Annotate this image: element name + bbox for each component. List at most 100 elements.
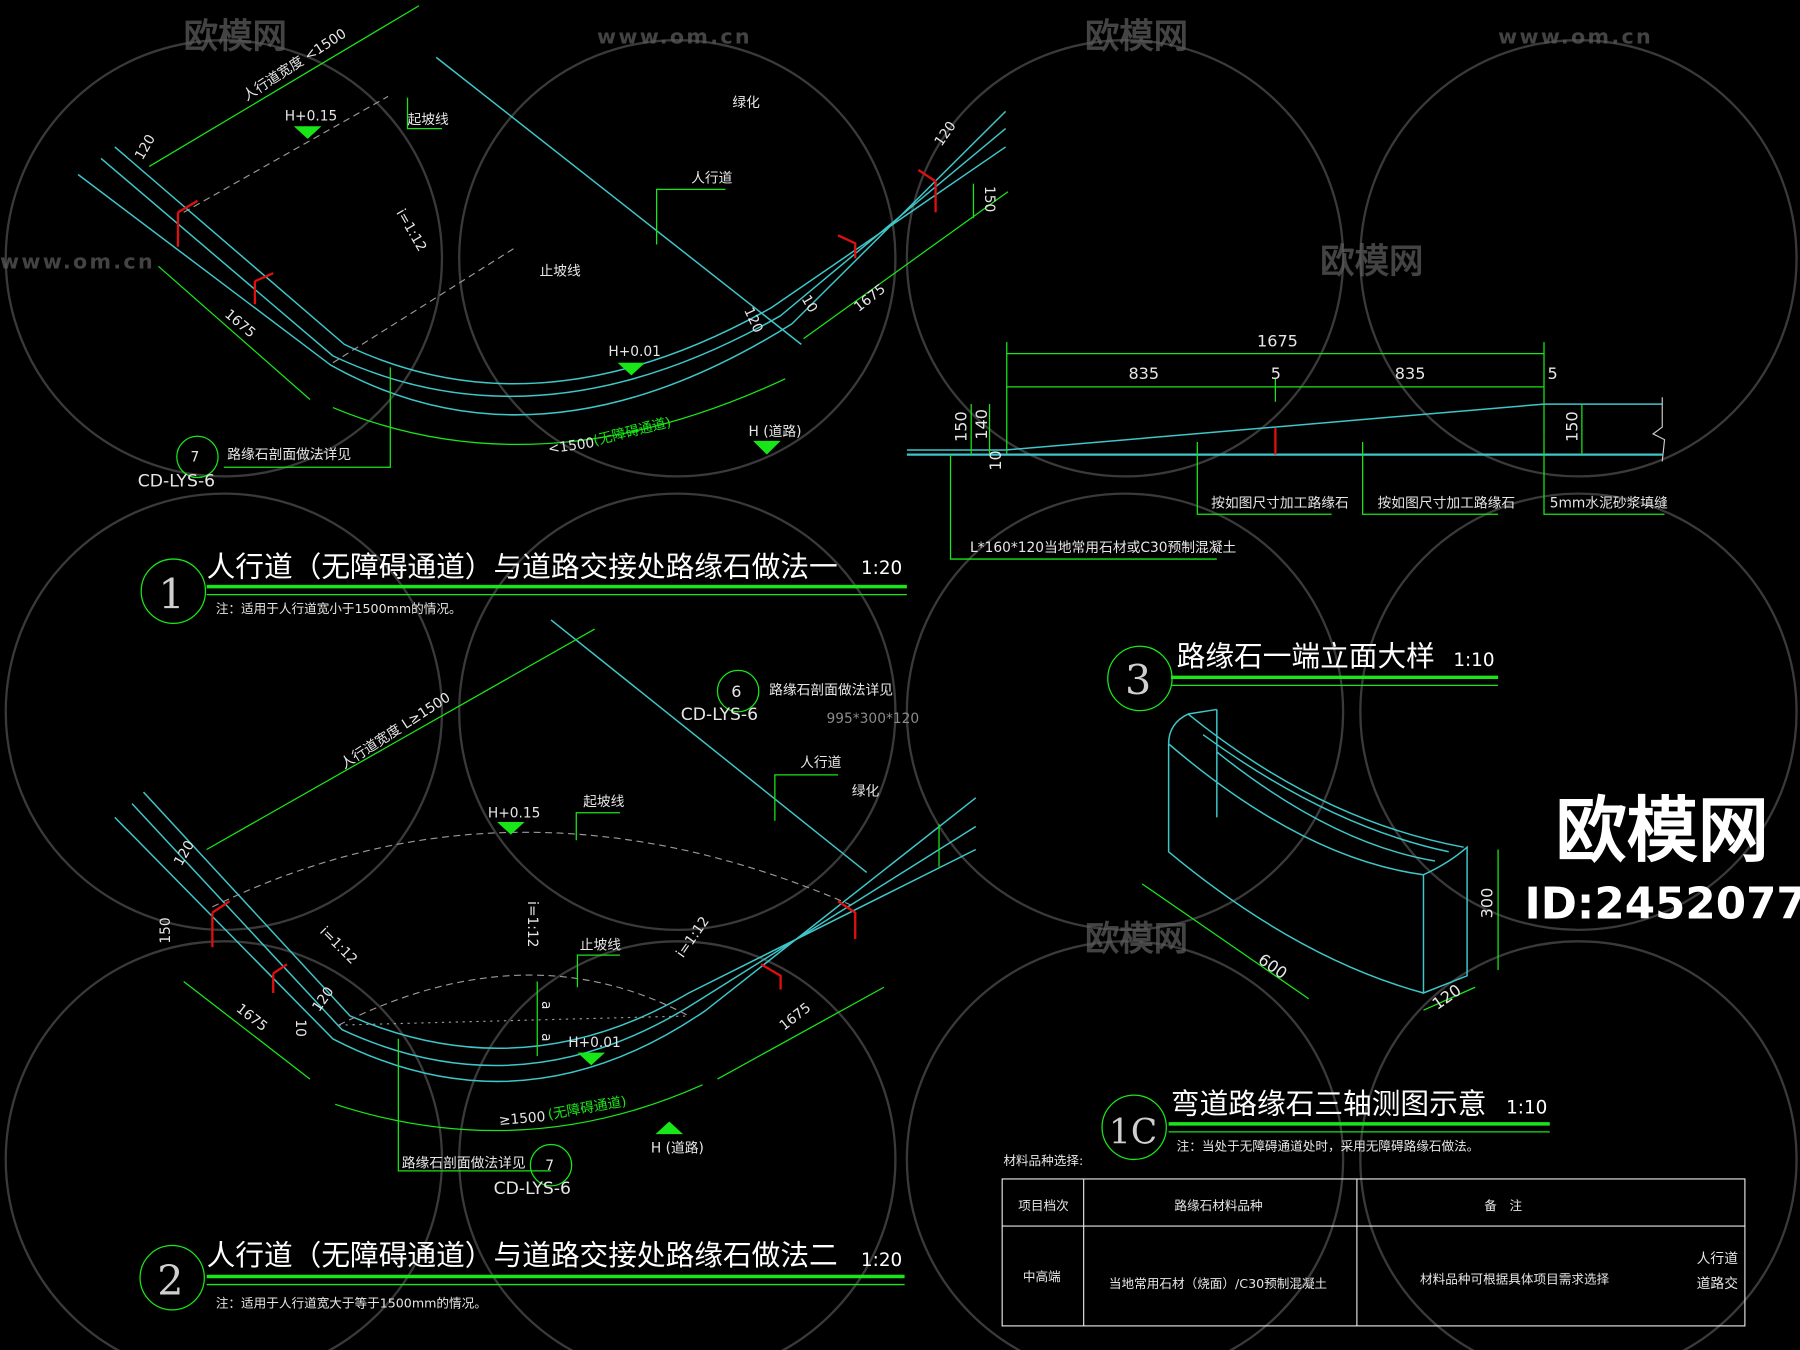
- drawing-label: 材料品种选择:: [1003, 1153, 1083, 1168]
- drawing-label: 120: [309, 984, 337, 1015]
- drawing-label: 300: [1477, 888, 1496, 919]
- drawing-label: 人行道: [800, 755, 842, 771]
- drawing-label: 止坡线: [540, 264, 582, 280]
- drawing-label: 1675: [233, 1001, 270, 1035]
- drawing-label: L*160*120当地常用石材或C30预制混凝土: [970, 540, 1237, 556]
- drawing-label: i=1:12: [393, 206, 430, 254]
- drawing-label: 120: [171, 838, 198, 869]
- materials-table: 材料品种选择: 项目档次 路缘石材料品种 备 注 中高端 当地常用石材（烧面）/…: [1001, 1153, 1746, 1327]
- drawing-line: [1422, 845, 1468, 995]
- drawing-line: [1005, 403, 1545, 451]
- drawing-label: 绿化: [852, 784, 880, 800]
- elevation-marker: [497, 821, 525, 835]
- drawing-line: [77, 110, 1007, 416]
- drawing-label: 5: [1547, 364, 1557, 383]
- drawing-line: [1202, 734, 1449, 853]
- drawing-label: 道路交: [1697, 1275, 1739, 1292]
- drawing-line: [206, 628, 595, 851]
- drawing-label: (无障碍通道): [592, 415, 673, 450]
- drawing-line: [397, 1038, 552, 1172]
- drawing-label: 150: [158, 917, 174, 943]
- drawing-label: 欧模网: [1085, 17, 1188, 57]
- drawing-label: H+0.01: [568, 1035, 621, 1051]
- watermark-text: 欧模网 www.om.cn 欧模网 www.om.cn 欧模网 www.om.c…: [0, 17, 1653, 959]
- drawing-label: ID:2452077: [1524, 879, 1800, 929]
- drawing-label: 路缘石剖面做法详见: [227, 447, 351, 463]
- drawing-label: 6: [731, 682, 741, 701]
- drawing-line: [905, 940, 1345, 1350]
- drawing-line: [114, 797, 977, 1083]
- drawing-label: 起坡线: [408, 112, 450, 128]
- drawing-label: a: [538, 1033, 554, 1041]
- drawing-line: [1361, 441, 1499, 515]
- drawing-label: i=1:12: [673, 914, 713, 961]
- drawing-label: 1675: [221, 306, 258, 341]
- elevation-marker: [577, 1052, 605, 1066]
- drawing-label: 835: [1128, 364, 1159, 383]
- drawing-label: H+0.15: [488, 805, 541, 821]
- drawing-line: [774, 774, 839, 821]
- drawing-label: 起坡线: [583, 794, 625, 810]
- drawing-line: [550, 619, 868, 874]
- drawing-line: [760, 963, 782, 990]
- drawing-label: CD-LYS-6: [681, 705, 758, 725]
- drawing-line: [576, 954, 620, 988]
- drawing-label: 欧模网: [1555, 789, 1768, 872]
- drawing-label: 120: [931, 119, 959, 150]
- drawing-label: 1675: [851, 281, 888, 315]
- drawing-label: 1C: [1109, 1112, 1157, 1152]
- drawing-label: 弯道路缘石三轴测图示意: [1171, 1087, 1487, 1121]
- drawing-label: (无障碍通道): [547, 1094, 628, 1124]
- drawing-label: 备 注: [1484, 1198, 1522, 1213]
- drawing-label: H (道路): [651, 1141, 704, 1157]
- drawing-label: www.om.cn: [1498, 25, 1653, 49]
- detail-3: 1675 835 5 835 5 150 140 10 150 按如图尺寸加工路…: [906, 332, 1668, 712]
- drawing-line: [458, 39, 897, 478]
- drawing-label: 10: [798, 292, 821, 315]
- drawing-label: H+0.01: [608, 344, 661, 360]
- drawing-label: 600: [1255, 950, 1291, 983]
- drawing-line: [4, 492, 444, 931]
- drawing-label: 注：当处于无障碍通道处时，采用无障碍路缘石做法。: [1177, 1138, 1480, 1153]
- watermark-logo: 欧模网 ID:2452077: [1524, 789, 1800, 929]
- drawing-label: 注：适用于人行道宽小于1500mm的情况。: [216, 601, 462, 616]
- drawing-line: [1423, 986, 1476, 1011]
- drawing-line: [4, 940, 444, 1350]
- drawing-line: [1543, 436, 1665, 515]
- drawing-line: [717, 986, 885, 1080]
- drawing-line: [1359, 39, 1798, 478]
- drawing-line: [335, 1084, 703, 1132]
- drawing-label: 1:20: [861, 1250, 902, 1271]
- drawing-label: 120: [1429, 980, 1465, 1013]
- drawing-label: 按如图尺寸加工路缘石: [1378, 495, 1516, 511]
- drawing-label: 140: [972, 409, 991, 440]
- drawing-label: www.om.cn: [0, 250, 155, 274]
- drawing-label: www.om.cn: [597, 25, 752, 49]
- drawing-line: [176, 435, 219, 479]
- drawing-line: [716, 669, 760, 713]
- drawing-label: 材料品种可根据具体项目需求选择: [1420, 1271, 1610, 1286]
- drawing-label: 835: [1395, 364, 1426, 383]
- drawing-label: 3: [1125, 657, 1151, 705]
- drawing-line: [458, 492, 897, 931]
- drawing-label: 1:10: [1506, 1098, 1547, 1119]
- drawing-label: 路缘石一端立面大样: [1177, 639, 1435, 673]
- drawing-line: [176, 199, 199, 247]
- drawing-line: [1651, 397, 1666, 462]
- drawing-line: [905, 39, 1345, 478]
- detail-2: 人行道宽度 L≥1500 6 路缘石剖面做法详见 CD-LYS-6 995*30…: [114, 619, 977, 1311]
- drawing-label: 1:10: [1453, 650, 1494, 671]
- drawing-label: 人行道: [1697, 1251, 1739, 1267]
- drawing-label: 当地常用石材（烧面）/C30预制混凝土: [1109, 1276, 1327, 1291]
- drawing-label: 项目档次: [1018, 1198, 1069, 1213]
- drawing-line: [529, 1143, 573, 1187]
- drawing-line: [158, 265, 311, 400]
- drawing-label: 1:20: [861, 558, 902, 579]
- detail-1: 人行道宽度 <1500 H+0.15 起坡线 绿化 人行道 i=1:12 止坡线…: [77, 5, 1009, 624]
- drawing-label: 中高端: [1023, 1269, 1061, 1284]
- drawing-label: 150: [981, 186, 997, 212]
- drawing-label: 150: [1562, 411, 1581, 442]
- drawing-line: [114, 146, 1007, 385]
- drawing-label: CD-LYS-6: [494, 1179, 571, 1199]
